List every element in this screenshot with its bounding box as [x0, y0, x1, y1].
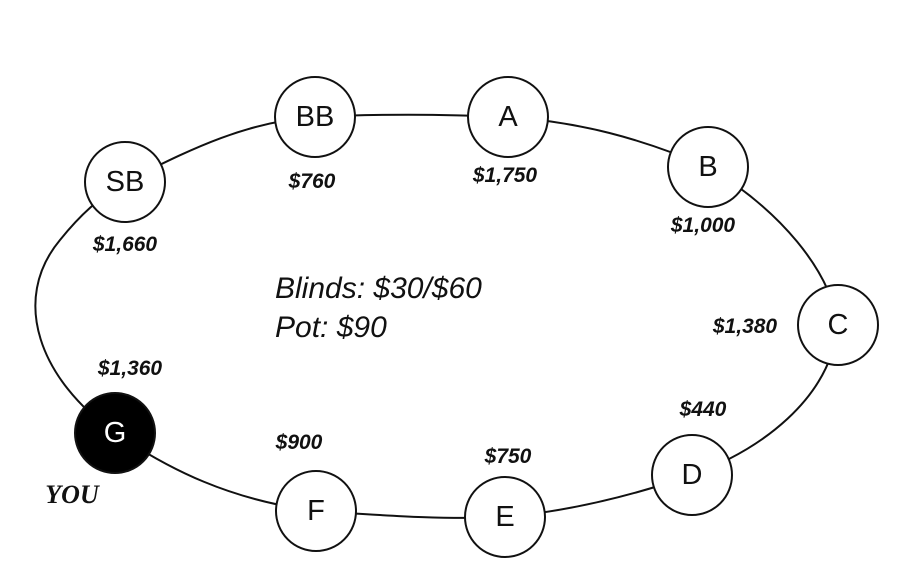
stack-D: $440	[679, 398, 727, 421]
stack-F: $900	[275, 431, 323, 454]
seat-label-E: E	[495, 501, 514, 533]
table-info: Blinds: $30/$60 Pot: $90	[275, 272, 482, 344]
seat-A: A $1,750	[467, 76, 549, 187]
seat-B: B $1,000	[667, 126, 749, 237]
seat-label-SB: SB	[106, 166, 145, 198]
stack-A: $1,750	[472, 164, 538, 187]
seat-label-BB: BB	[296, 101, 335, 133]
stack-G: $1,360	[97, 357, 163, 380]
seat-D: D $440	[651, 398, 733, 516]
seat-label-F: F	[307, 495, 325, 527]
seat-F: F $900	[275, 431, 357, 552]
seat-label-C: C	[828, 309, 849, 341]
stack-C: $1,380	[712, 315, 778, 338]
seat-C: C $1,380	[712, 284, 879, 366]
stack-BB: $760	[288, 170, 336, 193]
stack-E: $750	[484, 445, 532, 468]
seat-E: E $750	[464, 445, 546, 558]
seat-label-G: G	[104, 417, 127, 449]
seat-BB: BB $760	[274, 76, 356, 193]
seat-label-B: B	[698, 151, 717, 183]
seat-label-D: D	[682, 459, 703, 491]
seat-G-hero: G $1,360 YOU	[45, 357, 162, 509]
you-label: YOU	[45, 480, 100, 509]
seat-SB: SB $1,660	[84, 141, 166, 256]
stack-SB: $1,660	[92, 233, 158, 256]
blinds-text: Blinds: $30/$60	[275, 272, 482, 305]
stack-B: $1,000	[670, 214, 736, 237]
pot-text: Pot: $90	[275, 311, 387, 344]
seat-label-A: A	[498, 101, 518, 133]
